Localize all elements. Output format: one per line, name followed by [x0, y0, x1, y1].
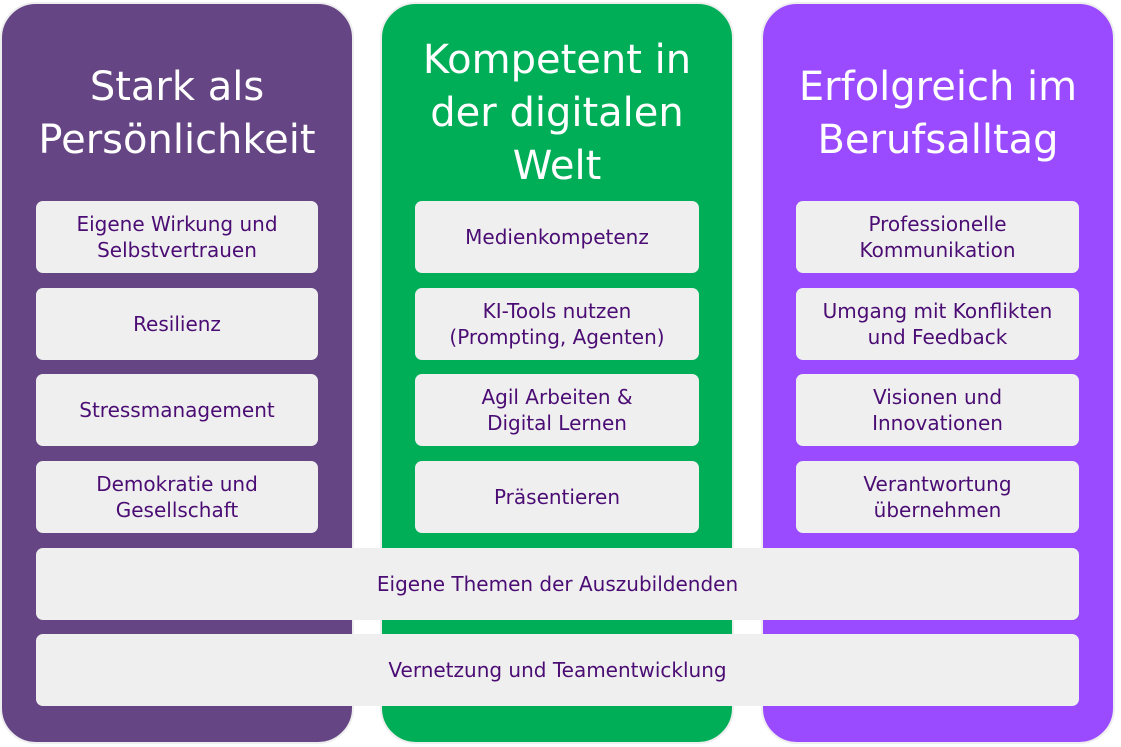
column-career: Erfolgreich im Berufsalltag	[761, 2, 1115, 744]
topic-box: Visionen und Innovationen	[796, 374, 1079, 446]
topic-box: Stressmanagement	[36, 374, 318, 446]
column-title: Kompetent in der digitalen Welt	[422, 37, 692, 189]
column-title: Stark als Persönlichkeit	[38, 64, 316, 163]
topic-box: Medienkompetenz	[415, 201, 699, 273]
topic-box: Umgang mit Konflikten und Feedback	[796, 288, 1079, 360]
topic-box: Resilienz	[36, 288, 318, 360]
topic-box: KI-Tools nutzen (Prompting, Agenten)	[415, 288, 699, 360]
column-title: Erfolgreich im Berufsalltag	[798, 64, 1078, 163]
column-personality: Stark als Persönlichkeit	[0, 2, 354, 744]
column-digital: Kompetent in der digitalen Welt	[380, 2, 734, 744]
topic-box: Verantwortung übernehmen	[796, 461, 1079, 533]
shared-topic-networking: Vernetzung und Teamentwicklung	[36, 634, 1079, 706]
topic-box: Professionelle Kommunikation	[796, 201, 1079, 273]
topic-box: Agil Arbeiten & Digital Lernen	[415, 374, 699, 446]
topic-box: Demokratie und Gesellschaft	[36, 461, 318, 533]
shared-topic-own-themes: Eigene Themen der Auszubildenden	[36, 548, 1079, 620]
topic-box: Eigene Wirkung und Selbstvertrauen	[36, 201, 318, 273]
topic-box: Präsentieren	[415, 461, 699, 533]
